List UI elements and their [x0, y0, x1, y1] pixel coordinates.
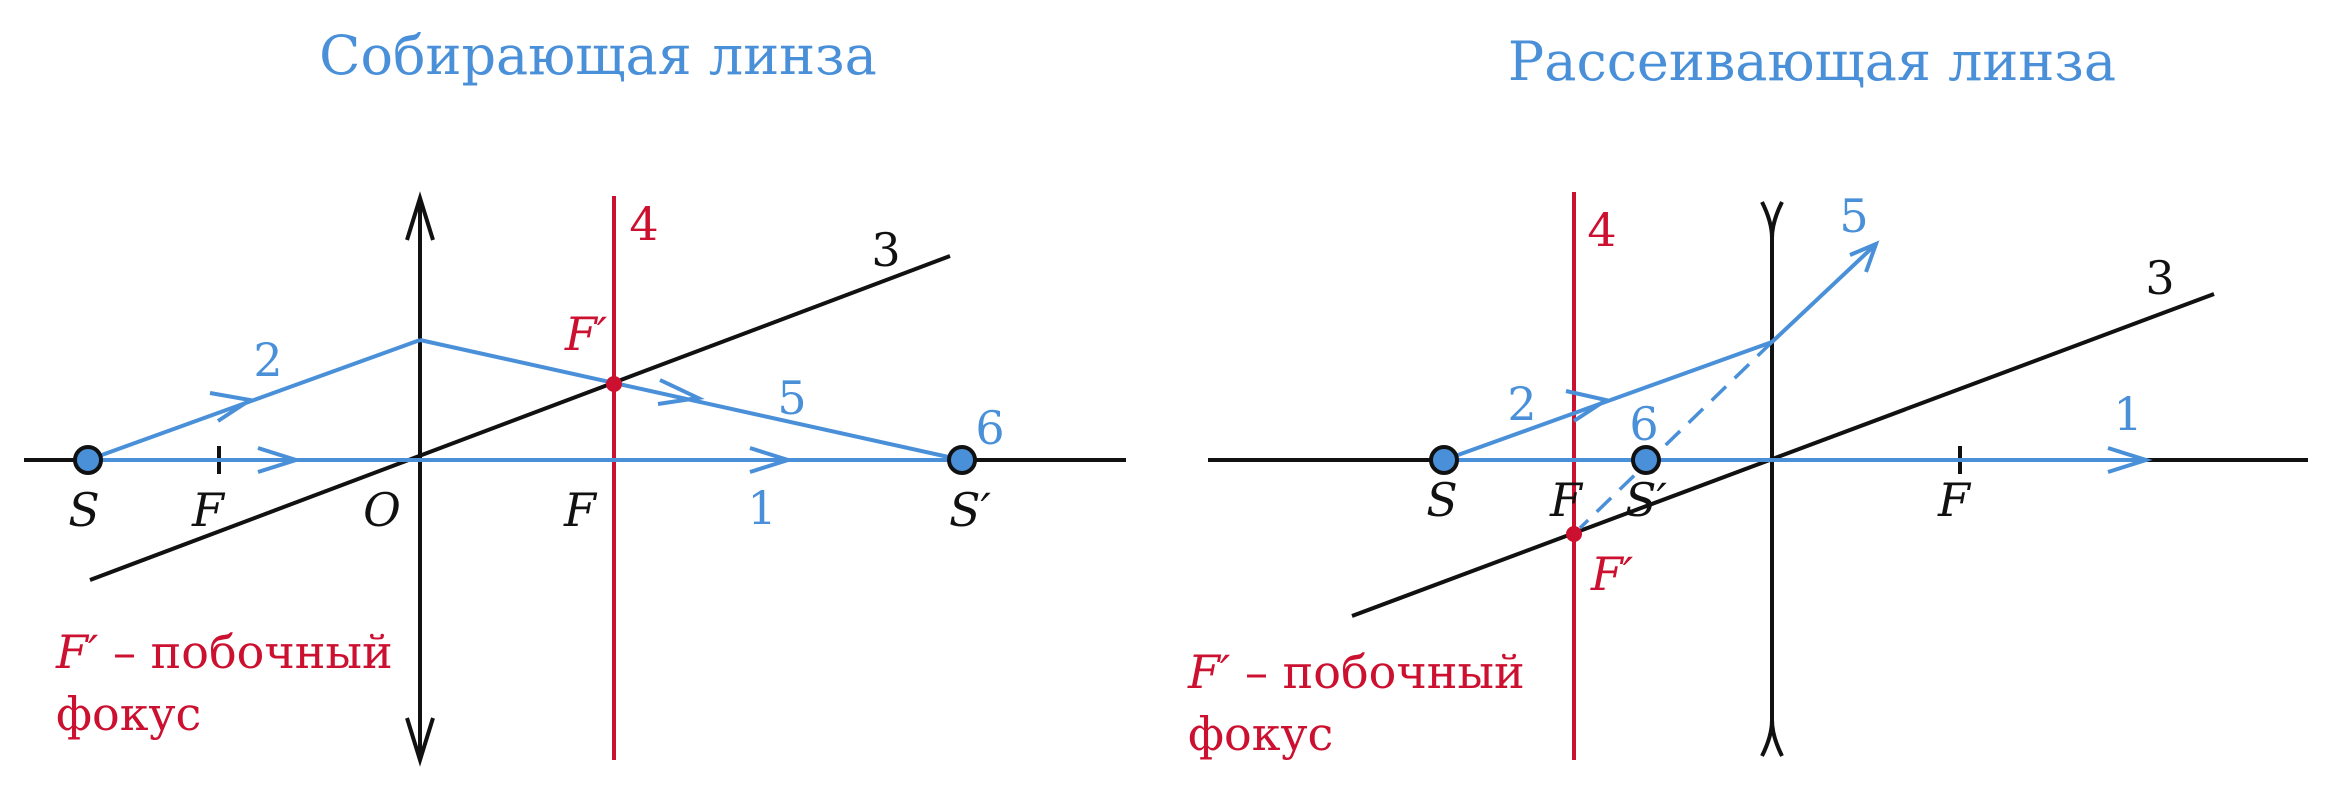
virtual-ray-extension: [1578, 340, 1774, 530]
ray-4-number: 4: [629, 197, 658, 251]
note-line-1-right: F′ – побочный: [1187, 645, 1525, 699]
label-S: S: [68, 483, 100, 537]
ray-2-number-right: 2: [1507, 377, 1536, 431]
ray-1-number-right: 1: [2113, 387, 2142, 441]
note-line-2: фокус: [56, 687, 201, 741]
ray-3-number: 3: [871, 223, 900, 277]
label-S-right: S: [1426, 473, 1458, 527]
secondary-focus-point: [606, 376, 622, 392]
label-F-left: F: [191, 483, 226, 537]
label-F-left-right: F: [1549, 473, 1584, 527]
ray-1-arrow-b: [749, 446, 795, 474]
converging-lens: [405, 191, 435, 767]
label-O: O: [363, 483, 401, 537]
note-line-2-right: фокус: [1188, 707, 1333, 761]
label-F-prime-right: F′: [1590, 547, 1634, 601]
note-line-1: F′ – побочный: [55, 625, 393, 679]
label-F-right-right: F: [1937, 473, 1972, 527]
ray-3-line-right: [1351, 292, 2215, 618]
note-text: – побочный: [98, 625, 392, 679]
image-point: [947, 445, 977, 475]
ray-5-line-right: [1770, 244, 1876, 344]
ray-5-number: 5: [777, 371, 806, 425]
label-S-prime-right: S′: [1625, 473, 1668, 527]
label-F-right: F: [563, 483, 598, 537]
note-text-right: – побочный: [1230, 645, 1524, 699]
ray-3-number-right: 3: [2145, 251, 2174, 305]
ray-1-arrow-a: [257, 446, 303, 474]
ray-2-number: 2: [253, 333, 282, 387]
ray-2-line: [87, 338, 421, 462]
secondary-focus-point-right: [1566, 526, 1582, 542]
source-point-right: [1429, 445, 1459, 475]
note-symbol-right: F′: [1187, 645, 1231, 699]
image-point-right: [1631, 445, 1661, 475]
ray-4-number-right: 4: [1587, 203, 1616, 257]
label-F-prime: F′: [564, 307, 608, 361]
ray-2-arrow: [209, 391, 256, 423]
converging-lens-panel: Собирающая линза S F O: [24, 24, 1126, 767]
ray-1-number: 1: [747, 481, 776, 535]
ray-6-number-right: 6: [1629, 397, 1658, 451]
note-symbol: F′: [55, 625, 99, 679]
ray-2-arrow-right: [1565, 389, 1612, 423]
ray-6-number: 6: [975, 401, 1004, 455]
ray-5-arrow: [657, 378, 705, 406]
label-S-prime: S′: [949, 483, 992, 537]
ray-1-arrow-right: [2107, 446, 2153, 474]
diverging-lens-panel: Рассеивающая линза S F: [1187, 30, 2308, 761]
ray-5-arrow-right: [1849, 240, 1880, 273]
diverging-lens: [1760, 201, 1784, 757]
ray-5-number-right: 5: [1839, 189, 1868, 243]
ray-3-line: [89, 254, 951, 582]
source-point: [73, 445, 103, 475]
title-diverging: Рассеивающая линза: [1508, 30, 2116, 93]
title-converging: Собирающая линза: [319, 24, 877, 87]
